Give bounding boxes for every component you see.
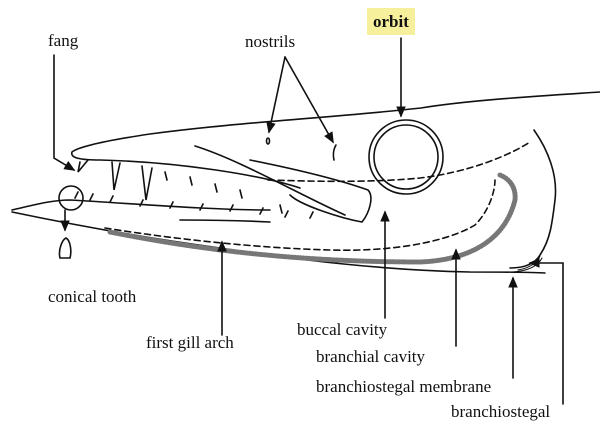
label-branchiostegal-membrane: branchiostegal membrane <box>316 377 492 396</box>
label-first-gill-arch: first gill arch <box>146 333 234 352</box>
label-fang: fang <box>48 31 79 50</box>
nostril-posterior <box>332 144 337 161</box>
nostril-leader-2 <box>284 56 334 144</box>
label-buccal-cavity: buccal cavity <box>297 320 388 339</box>
label-nostrils: nostrils <box>245 32 296 51</box>
upper-teeth <box>77 159 283 214</box>
orbit-inner <box>373 124 439 190</box>
nostril-leader-1 <box>266 56 286 134</box>
label-branchiostegal: branchiostegal <box>451 402 551 421</box>
fang-leader <box>53 54 76 171</box>
dashed-cavity-line <box>267 141 531 183</box>
lower-teeth <box>74 191 314 219</box>
label-branchial-cavity: branchial cavity <box>316 347 426 366</box>
orbit-outer <box>368 119 444 195</box>
nostril-anterior <box>265 137 271 145</box>
head-top-outline <box>71 91 600 189</box>
label-orbit: orbit <box>367 8 415 35</box>
branchiostegal-leader <box>528 258 564 405</box>
inner-jaw-line <box>179 219 271 223</box>
gill-arch-hatching <box>107 172 518 265</box>
label-conical-tooth: conical tooth <box>48 287 137 306</box>
opercle-outline <box>509 129 557 269</box>
conical-tooth-circle <box>58 185 84 211</box>
maxilla <box>194 145 372 223</box>
conical-tooth-icon <box>58 237 72 259</box>
dashed-gill-line <box>104 179 496 252</box>
lower-jaw-outline <box>11 199 546 274</box>
